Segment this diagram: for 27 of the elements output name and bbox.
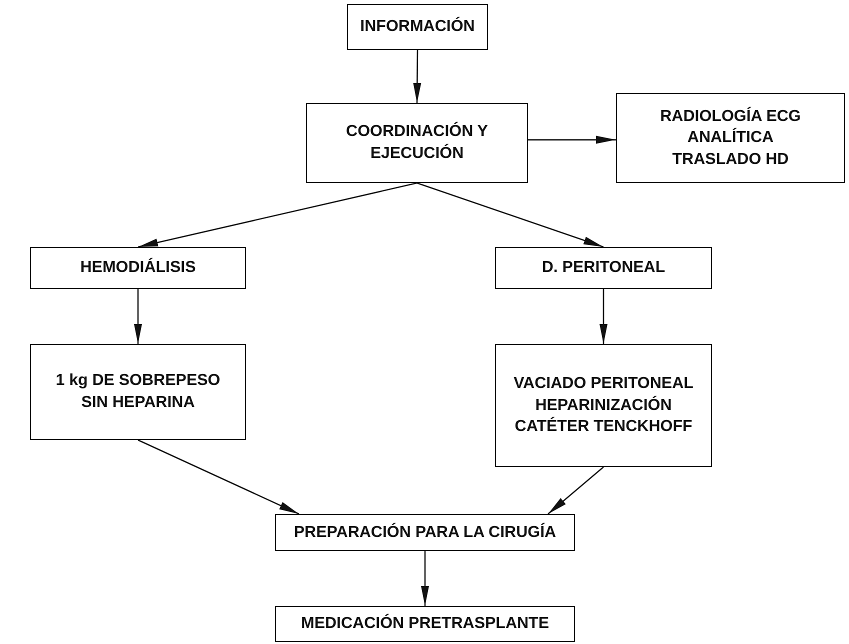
box-text: VACIADO PERITONEAL HEPARINIZACIÓN CATÉTER TENCKHOFF bbox=[512, 374, 694, 438]
box-text: HEMODIÁLISIS bbox=[79, 257, 197, 278]
box-text: INFORMACIÓN bbox=[359, 16, 476, 38]
arrow bbox=[600, 289, 608, 344]
process-box bbox=[495, 247, 712, 289]
process-box bbox=[275, 606, 575, 642]
box-text: COORDINACIÓN Y EJECUCIÓN bbox=[345, 121, 489, 164]
arrow bbox=[548, 466, 604, 514]
arrow bbox=[413, 50, 422, 103]
arrow bbox=[421, 551, 429, 606]
arrow bbox=[416, 182, 604, 248]
arrow bbox=[528, 136, 616, 144]
box-text: MEDICACIÓN PRETRASPLANTE bbox=[300, 613, 550, 634]
process-box bbox=[275, 514, 575, 551]
process-box bbox=[30, 344, 246, 440]
process-box bbox=[616, 93, 845, 183]
process-box bbox=[30, 247, 246, 289]
process-box bbox=[347, 4, 488, 50]
box-text: 1 kg DE SOBREPESO SIN HEPARINA bbox=[54, 371, 222, 413]
process-box bbox=[306, 103, 528, 183]
box-text: RADIOLOGÍA ECG ANALÍTICA TRASLADO HD bbox=[659, 106, 802, 170]
process-box bbox=[495, 344, 712, 467]
box-text: PREPARACIÓN PARA LA CIRUGÍA bbox=[292, 522, 558, 543]
arrow bbox=[134, 289, 142, 344]
box-text: D. PERITONEAL bbox=[540, 258, 666, 278]
arrow bbox=[138, 439, 300, 515]
arrow bbox=[138, 182, 418, 248]
